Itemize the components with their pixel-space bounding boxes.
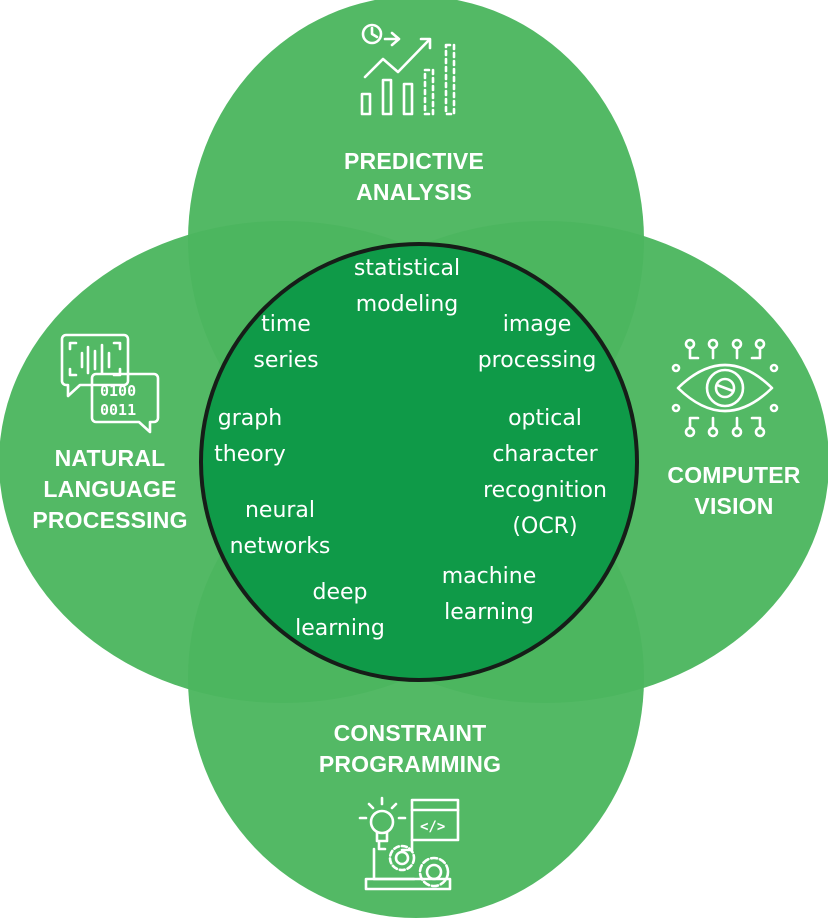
technique-machine-learning: machine learning [441, 564, 537, 625]
technique-deep-learning: deep learning [295, 580, 385, 641]
natural-language-processing-label: NATURAL LANGUAGE PROCESSING [32, 445, 188, 533]
technique-time-series: time series [253, 312, 319, 373]
technique-statistical-modeling: statistical modeling [353, 256, 461, 317]
speech-binary-icon: 0100 0011 [60, 333, 160, 434]
technique-ocr: optical character recognition (OCR) [483, 406, 607, 539]
circuit-eye-icon [671, 338, 779, 438]
binary-digits-top: 0100 [100, 382, 136, 400]
binary-digits-bottom: 0011 [100, 401, 136, 419]
constraint-programming-label: CONSTRAINT PROGRAMMING [318, 720, 502, 777]
technique-image-processing: image processing [477, 312, 597, 373]
technique-neural-networks: neural networks [229, 498, 331, 559]
computer-vision-label: COMPUTER VISION [667, 462, 801, 519]
center-circle [199, 242, 639, 682]
code-brackets-text: </> [420, 819, 445, 835]
growth-chart-icon [360, 23, 456, 116]
technique-graph-theory: graph theory [214, 406, 286, 467]
predictive-analysis-label: PREDICTIVE ANALYSIS [343, 148, 485, 205]
lightbulb-gears-code-icon: </> [358, 796, 460, 891]
